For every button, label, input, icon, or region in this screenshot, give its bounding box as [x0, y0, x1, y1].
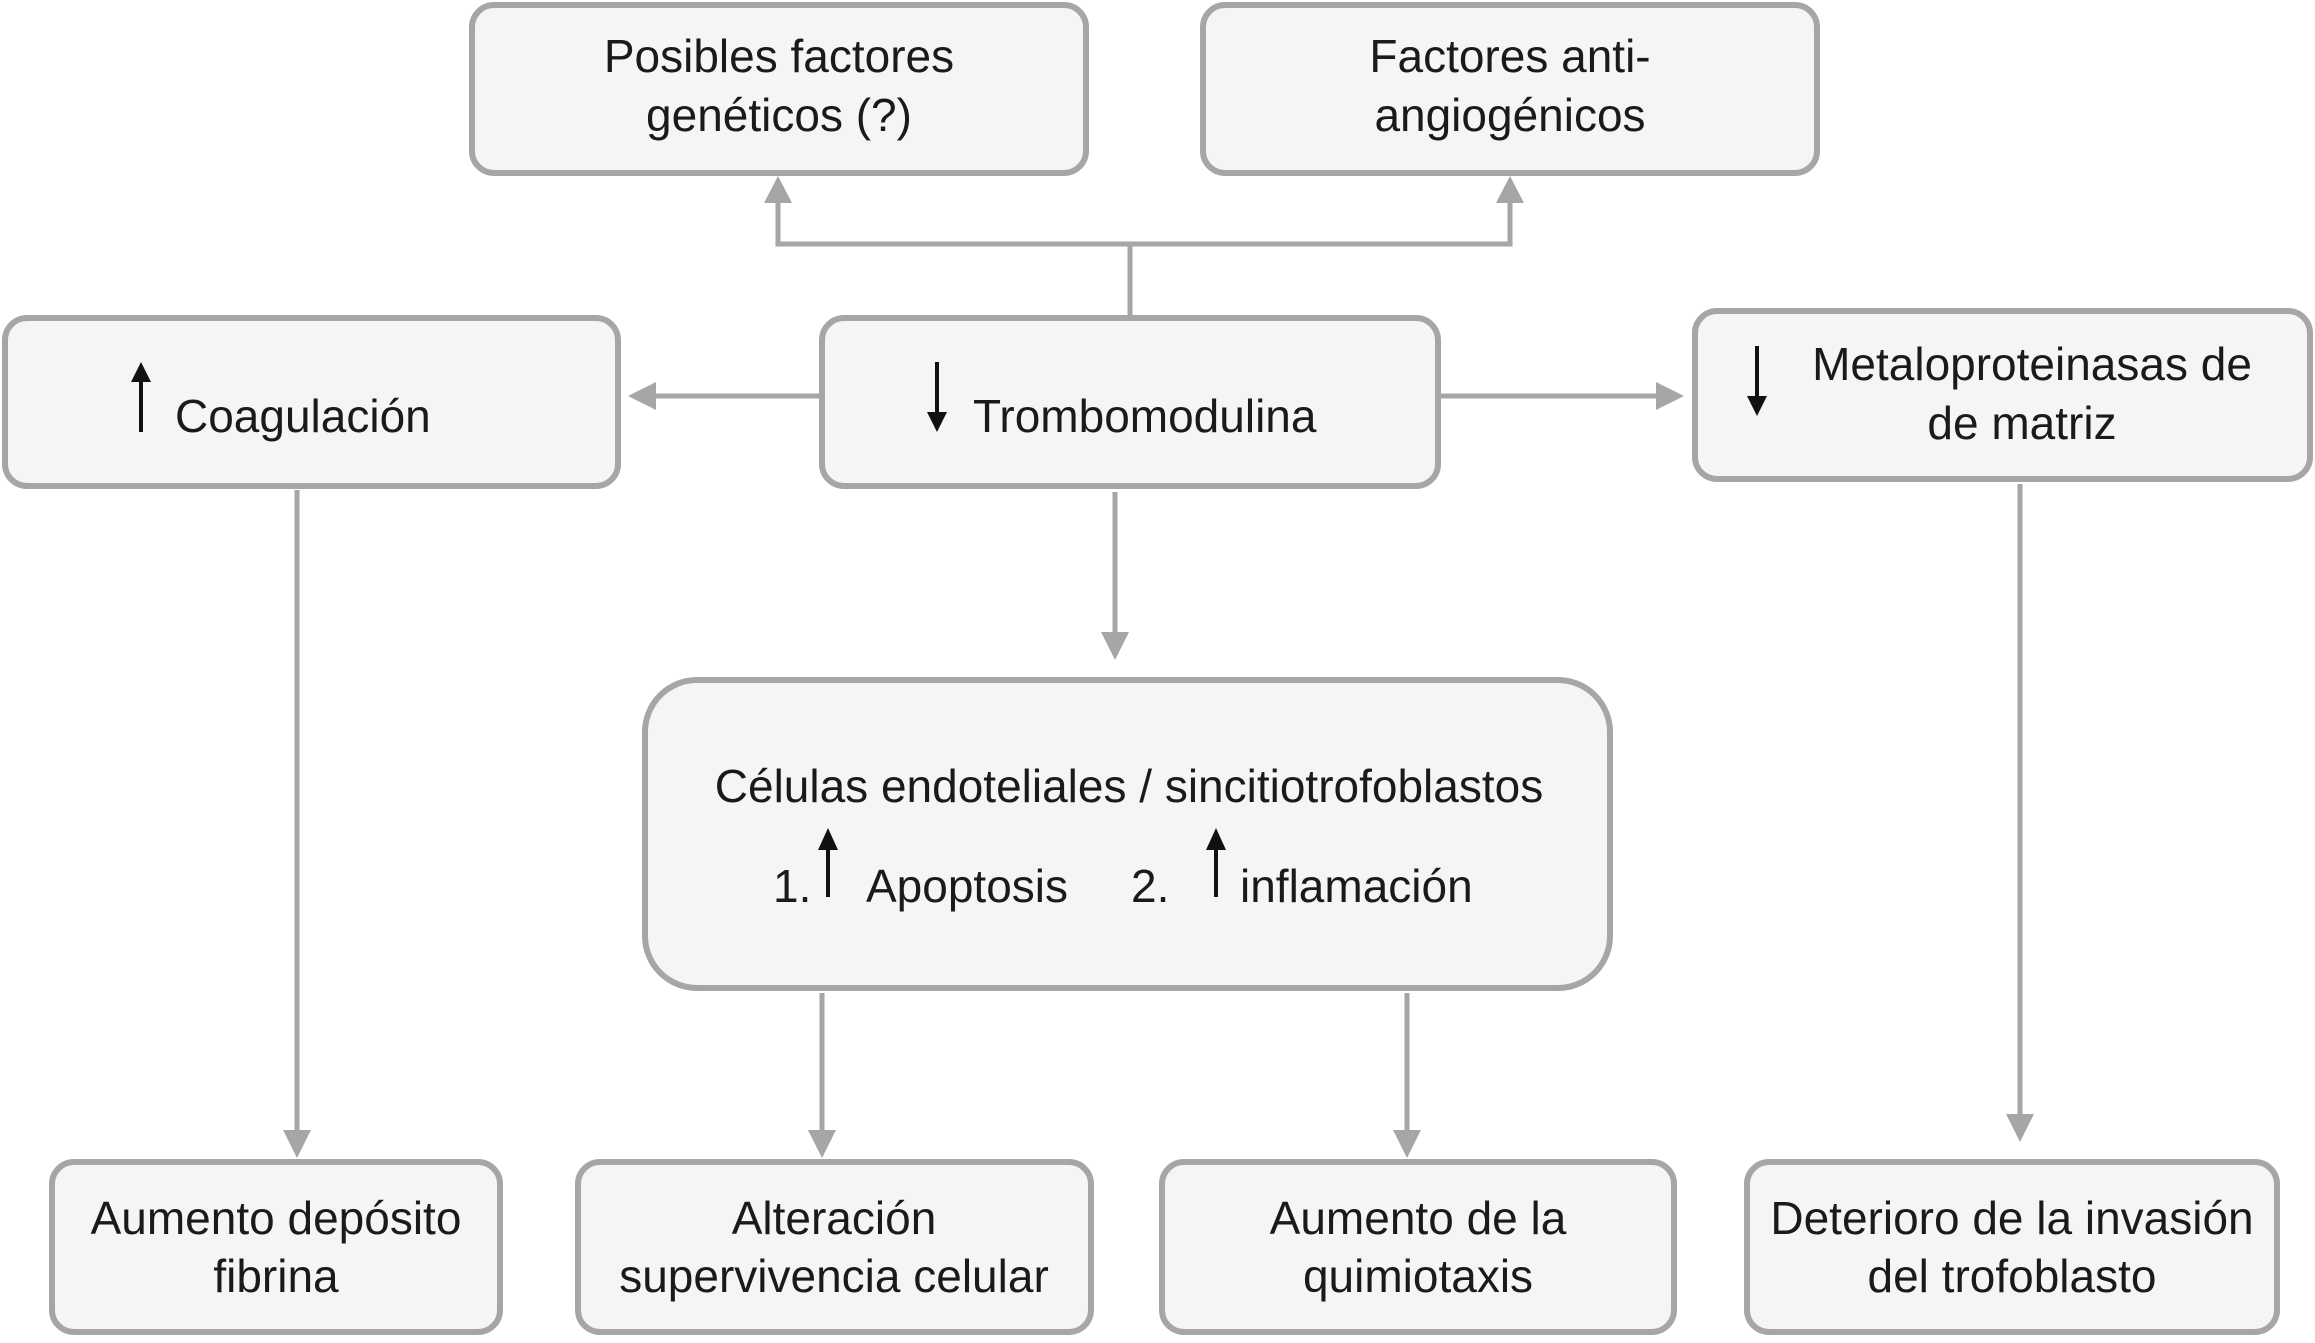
supervivencia-line-1: Alteración: [732, 1192, 937, 1244]
edge-coagulacion-to-fibrina: [283, 490, 311, 1158]
down-arrow-icon: [1747, 346, 1767, 416]
arrowhead-to-fibrina: [283, 1130, 311, 1158]
fibrina-line-1: Aumento depósito: [91, 1192, 462, 1244]
node-aumento-quimiotaxis: Aumento de la quimiotaxis: [1159, 1159, 1677, 1335]
edge-trombomodulina-to-metaloproteinasas: [1440, 382, 1684, 410]
node-posibles-factores-geneticos: Posibles factores genéticos (?): [469, 2, 1089, 176]
edge-trombomodulina-to-celulas: [1101, 492, 1129, 660]
node-aumento-deposito-fibrina: Aumento depósito fibrina: [49, 1159, 503, 1335]
quimiotaxis-line-2: quimiotaxis: [1303, 1250, 1533, 1302]
arrowhead-to-metaloproteinasas: [1656, 382, 1684, 410]
edge-celulas-to-supervivencia: [808, 993, 836, 1158]
node-factores-anti-angiogenicos: Factores anti- angiogénicos: [1200, 2, 1820, 176]
node-celulas-endoteliales: Células endoteliales / sincitiotrofoblas…: [642, 677, 1613, 991]
node-alteracion-supervivencia-celular: Alteración supervivencia celular: [575, 1159, 1094, 1335]
arrowhead-to-geneticos: [764, 176, 792, 203]
celulas-item1-label: Apoptosis: [866, 860, 1068, 912]
trombomodulina-label: Trombomodulina: [973, 390, 1317, 442]
quimiotaxis-line-1: Aumento de la: [1270, 1192, 1567, 1244]
antiangiogenicos-line-1: Factores anti-: [1369, 30, 1650, 82]
fibrina-line-2: fibrina: [213, 1250, 339, 1302]
node-metaloproteinasas: Metaloproteinasas de de matriz: [1692, 308, 2313, 482]
arrowhead-to-invasion: [2006, 1114, 2034, 1142]
celulas-item1-number: 1.: [773, 860, 811, 912]
edge-celulas-to-quimiotaxis: [1393, 993, 1421, 1158]
arrowhead-to-supervivencia: [808, 1130, 836, 1158]
arrowhead-to-quimiotaxis: [1393, 1130, 1421, 1158]
edge-trombomodulina-to-top-boxes: [764, 176, 1524, 315]
node-deterioro-invasion-trofoblasto: Deterioro de la invasión del trofoblasto: [1744, 1159, 2280, 1335]
coagulacion-label: Coagulación: [175, 390, 431, 442]
node-coagulacion: Coagulación: [2, 315, 621, 489]
geneticos-line-1: Posibles factores: [604, 30, 954, 82]
arrowhead-to-celulas: [1101, 632, 1129, 660]
invasion-line-2: del trofoblasto: [1868, 1250, 2157, 1302]
celulas-item2-number: 2.: [1131, 860, 1169, 912]
up-arrow-icon: [131, 362, 151, 432]
metaloproteinasas-line-2: de matriz: [1927, 397, 2116, 449]
edge-trombomodulina-to-coagulacion: [628, 382, 822, 410]
geneticos-line-2: genéticos (?): [646, 89, 912, 141]
supervivencia-line-2: supervivencia celular: [619, 1250, 1049, 1302]
edge-metaloproteinasas-to-invasion: [2006, 484, 2034, 1142]
arrowhead-to-antiangiogenicos: [1496, 176, 1524, 203]
antiangiogenicos-line-2: angiogénicos: [1374, 89, 1645, 141]
celulas-title: Células endoteliales / sincitiotrofoblas…: [715, 760, 1543, 812]
up-arrow-icon: [1206, 828, 1226, 897]
up-arrow-icon: [818, 828, 838, 897]
connectors: [283, 176, 2034, 1158]
metaloproteinasas-line-1: Metaloproteinasas de: [1812, 338, 2252, 390]
arrowhead-to-coagulacion: [628, 382, 656, 410]
node-trombomodulina: Trombomodulina: [819, 315, 1441, 489]
celulas-item2-label: inflamación: [1240, 860, 1473, 912]
down-arrow-icon: [927, 362, 947, 432]
invasion-line-1: Deterioro de la invasión: [1770, 1192, 2253, 1244]
